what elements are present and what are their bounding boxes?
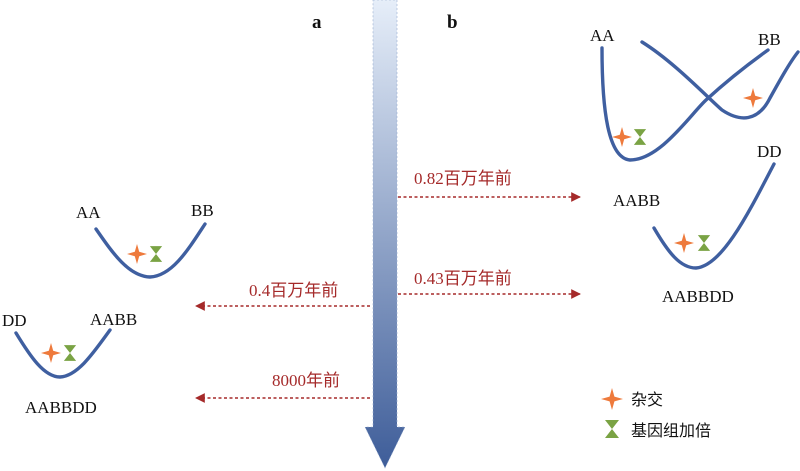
panel-b: AA BB DD AABB AABBDD — [590, 26, 800, 306]
hybridization-star-icon — [743, 88, 763, 108]
genome-doubling-icon — [149, 246, 163, 262]
genome-doubling-icon — [63, 345, 77, 361]
lineage-curve-aa — [600, 46, 770, 162]
hybridization-curve-aa-bb — [94, 222, 207, 279]
genome-label-bb: BB — [758, 30, 781, 49]
time-label-8000-years: 8000年前 — [272, 371, 340, 390]
legend-label-doubling: 基因组加倍 — [631, 421, 711, 440]
time-label-0-43-mya: 0.43百万年前 — [414, 269, 512, 288]
genome-label-aabb: AABB — [613, 191, 660, 210]
legend-label-hybrid: 杂交 — [631, 390, 663, 409]
panel-label-a: a — [312, 12, 322, 33]
legend-doubling-icon — [605, 420, 619, 438]
genome-label-aabbdd: AABBDD — [662, 287, 734, 306]
hybridization-star-icon — [674, 233, 694, 253]
genome-label-aabb: AABB — [90, 310, 137, 329]
legend-hybrid-icon — [601, 388, 623, 410]
genome-label-aabbdd: AABBDD — [25, 398, 97, 417]
hybridization-star-icon — [41, 343, 61, 363]
genome-label-aa: AA — [76, 203, 101, 222]
genome-label-aa: AA — [590, 26, 615, 45]
genome-doubling-icon — [697, 235, 711, 251]
genome-doubling-icon — [633, 129, 647, 145]
panel-label-b: b — [447, 12, 458, 33]
panel-a: AA BB DD AABB AABBDD — [2, 201, 214, 417]
genome-label-dd: DD — [2, 311, 27, 330]
time-label-0-82-mya: 0.82百万年前 — [414, 169, 512, 188]
legend: 杂交 基因组加倍 — [601, 388, 711, 440]
time-arrow — [364, 0, 406, 469]
timeline-markers: 0.82百万年前 0.43百万年前 0.4百万年前 8000年前 — [195, 169, 581, 403]
hybridization-curve-dd-aabb — [14, 328, 112, 379]
lineage-curve-bb — [640, 40, 800, 120]
hybridization-curve-aabb-dd — [652, 162, 776, 270]
hybridization-star-icon — [127, 244, 147, 264]
time-label-0-4-mya: 0.4百万年前 — [249, 281, 338, 300]
genome-label-bb: BB — [191, 201, 214, 220]
genome-label-dd: DD — [757, 142, 782, 161]
